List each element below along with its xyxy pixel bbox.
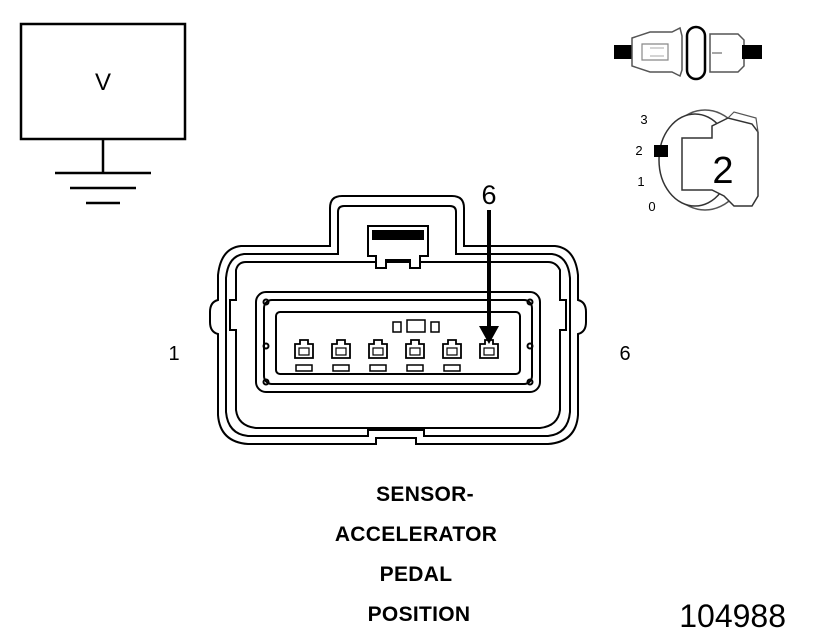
voltmeter-label: V [95, 69, 111, 96]
key-position-value: 2 [712, 150, 733, 192]
diagram-id: 104988 [679, 598, 786, 634]
key-position-1: 1 [637, 174, 644, 189]
connector-pin-2 [331, 339, 351, 372]
probe-pin-label: 6 [481, 180, 496, 210]
ignition-key-icon: 3 2 1 0 2 [635, 109, 759, 214]
connector-pins [294, 339, 499, 372]
probe-arrow: 6 [479, 180, 499, 344]
connector-pin-1 [294, 339, 314, 372]
voltmeter-symbol: V [19, 22, 187, 205]
ground-icon [55, 171, 151, 205]
key-position-marker [654, 145, 668, 157]
pin-6-side-label: 6 [619, 343, 630, 365]
caption-line-4: POSITION [367, 603, 471, 626]
key-position-3: 3 [640, 112, 647, 127]
connector-pin-6 [479, 339, 499, 359]
caption-line-2: ACCELERATOR [334, 523, 498, 546]
key-position-0: 0 [648, 199, 655, 214]
connector-pin-3 [368, 339, 388, 372]
caption-line-1: SENSOR- [376, 483, 474, 506]
connector-disconnected-icon [614, 25, 762, 81]
connector-pin-4 [405, 339, 425, 372]
pin-1-side-label: 1 [168, 343, 179, 365]
connector-pin-5 [442, 339, 462, 372]
caption-line-3: PEDAL [379, 563, 453, 586]
connector-face [209, 195, 587, 445]
key-position-2: 2 [635, 143, 642, 158]
